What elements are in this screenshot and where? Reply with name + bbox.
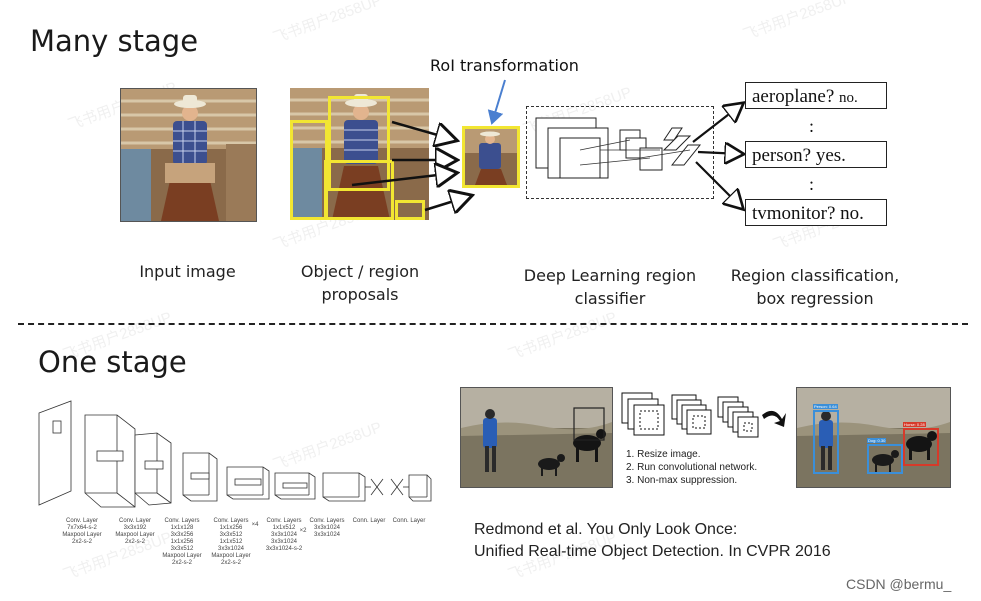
- ellipsis: :: [809, 116, 815, 136]
- detection-label-person: Person: 0.64: [813, 404, 838, 409]
- yolo-architecture: [38, 400, 432, 508]
- roi-crop-image: [462, 126, 520, 188]
- caption-regression: Region classification, box regression: [730, 266, 900, 308]
- class-answer: no.: [839, 90, 858, 106]
- yolo-output-image: Person: 0.64 Dog: 0.30 Horse: 0.28: [796, 387, 951, 488]
- watermark: 飞书用户2858UP: [505, 308, 620, 364]
- proposal-box: [328, 96, 390, 191]
- detection-box-dog: [867, 444, 903, 474]
- proposal-box: [395, 200, 425, 220]
- caption-classifier: Deep Learning region classifier: [523, 266, 697, 308]
- class-box-tvmonitor: tvmonitor? no.: [745, 199, 887, 226]
- yolo-layer-note: Conn. Layer: [392, 518, 426, 524]
- detection-box-person: [813, 410, 839, 474]
- yolo-steps: 1. Resize image. 2. Run convolutional ne…: [626, 448, 757, 487]
- source-credit: CSDN @bermu_: [846, 576, 952, 592]
- detection-label-dog: Dog: 0.30: [867, 438, 887, 443]
- class-name: person?: [752, 145, 812, 166]
- citation: Redmond et al. You Only Look Once: Unifi…: [474, 521, 831, 560]
- yolo-repeat-label: ×2: [299, 528, 307, 534]
- many-stage-title: Many stage: [30, 24, 199, 58]
- yolo-layer-note: Conn. Layer: [352, 518, 386, 524]
- roi-transformation-label: RoI transformation: [430, 56, 579, 75]
- step-item: 1. Resize image.: [626, 449, 701, 460]
- class-answer: no.: [840, 203, 864, 224]
- proposal-box: [324, 160, 394, 220]
- class-name: tvmonitor?: [752, 203, 836, 224]
- step-item: 2. Run convolutional network.: [626, 462, 758, 473]
- class-box-aeroplane: aeroplane? no.: [745, 82, 887, 109]
- ellipsis: :: [809, 174, 815, 194]
- yolo-conv-stack: [621, 392, 786, 438]
- detection-label-horse: Horse: 0.28: [903, 422, 926, 427]
- input-image: [120, 88, 257, 222]
- class-answer: yes.: [815, 145, 846, 166]
- one-stage-title: One stage: [38, 345, 187, 379]
- caption-input-image: Input image: [139, 262, 236, 281]
- class-name: aeroplane?: [752, 86, 835, 107]
- caption-proposals: Object / region proposals: [300, 262, 420, 304]
- class-box-person: person? yes.: [745, 141, 887, 168]
- yolo-input-image: [460, 387, 613, 488]
- proposals-image: [290, 88, 429, 220]
- detection-box-horse: [903, 428, 939, 466]
- yolo-repeat-label: ×4: [251, 522, 259, 528]
- step-item: 3. Non-max suppression.: [626, 475, 738, 486]
- many-stage-connectors: [351, 79, 981, 240]
- section-divider: [18, 323, 968, 325]
